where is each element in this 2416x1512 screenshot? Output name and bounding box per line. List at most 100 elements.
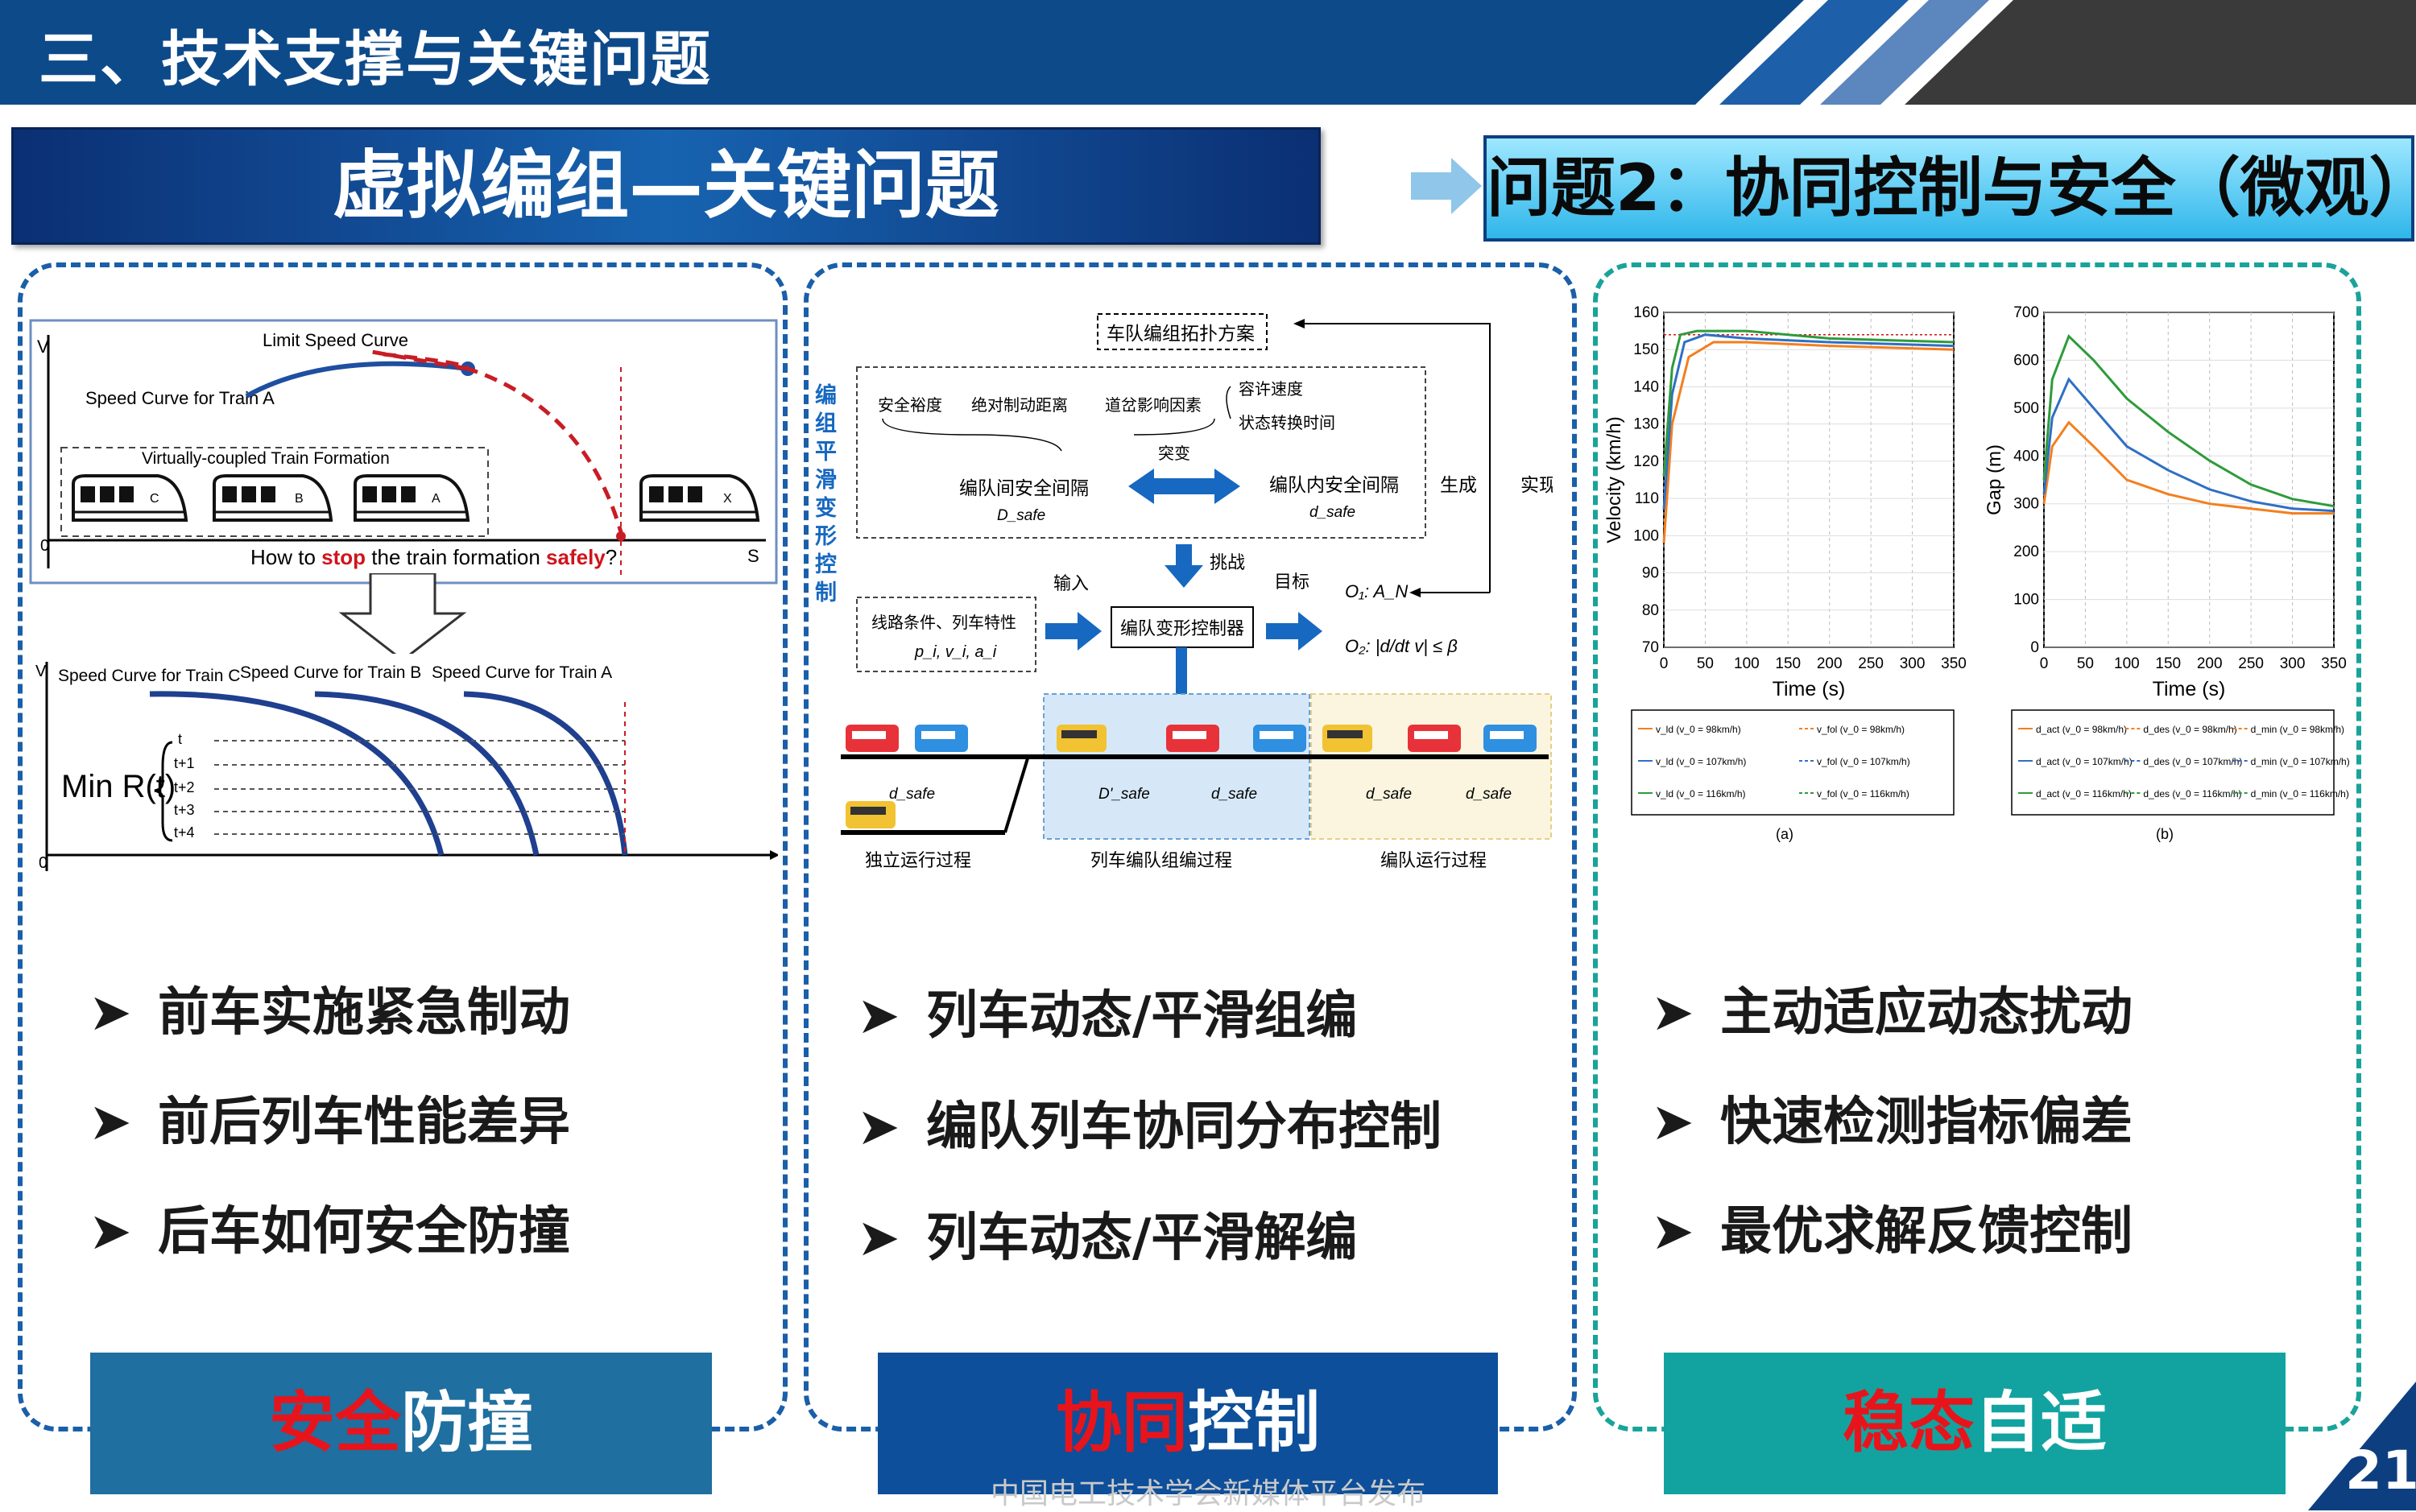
legend-entry: d_act (v_0 = 98km/h) bbox=[2036, 724, 2127, 735]
side-label: 编 组 平 滑 变 形 控 制 bbox=[815, 382, 837, 605]
x-tick-label: 350 bbox=[1941, 655, 1967, 672]
x-tick-label: 350 bbox=[2321, 655, 2347, 672]
header-bar bbox=[0, 0, 2416, 105]
plot-area bbox=[1663, 312, 1955, 648]
svg-text:实现: 实现 bbox=[1520, 474, 1553, 495]
min-distance-diagram: V 0 Speed Curve for Train C Speed Curve … bbox=[29, 654, 778, 879]
section-banner-title: 虚拟编组—关键问题 bbox=[332, 143, 999, 229]
bullet-anti-collision: ➤后车如何安全防撞 bbox=[89, 1202, 570, 1262]
problem-banner-title: 问题2：协同控制与安全（微观） bbox=[1487, 151, 2416, 225]
svg-text:容许速度: 容许速度 bbox=[1239, 380, 1303, 399]
legend-entry: v_fol (v_0 = 98km/h) bbox=[1817, 724, 1905, 735]
bullet-emergency-brake: ➤前车实施紧急制动 bbox=[89, 983, 570, 1043]
svg-text:A: A bbox=[432, 492, 441, 506]
x-tick-label: 250 bbox=[2238, 655, 2264, 672]
axis-origin: 0 bbox=[40, 537, 49, 555]
train-c: C bbox=[72, 474, 188, 522]
svg-text:线路条件、列车特性: 线路条件、列车特性 bbox=[871, 613, 1016, 632]
problem-banner: 问题2：协同控制与安全（微观） bbox=[1483, 135, 2416, 242]
stage-independent: 独立运行过程 bbox=[865, 850, 971, 870]
page-title: 三、技术支撑与关键问题 bbox=[39, 25, 712, 94]
y-tick-label: 0 bbox=[2030, 639, 2039, 656]
svg-text:滑: 滑 bbox=[815, 468, 837, 492]
bullet-performance-diff: ➤前后列车性能差异 bbox=[89, 1093, 570, 1152]
train-x: X bbox=[639, 474, 760, 522]
axis-s: S bbox=[747, 546, 759, 566]
section-banner: 虚拟编组—关键问题 bbox=[11, 127, 1321, 245]
braking-curve bbox=[383, 352, 623, 533]
bullet-smooth-split: ➤列车动态/平滑解编 bbox=[857, 1208, 1358, 1268]
legend-entry: v_ld (v_0 = 116km/h) bbox=[1656, 788, 1746, 799]
caption-safety: 安全防撞 bbox=[90, 1353, 712, 1494]
y-tick-label: 700 bbox=[2013, 304, 2039, 321]
x-tick-label: 300 bbox=[2280, 655, 2306, 672]
x-tick-label: 250 bbox=[1858, 655, 1884, 672]
y-axis-label: Velocity (km/h) bbox=[1603, 416, 1625, 543]
panel-label: (a) bbox=[1776, 826, 1793, 842]
running-stage-box bbox=[1310, 693, 1552, 840]
svg-text:安全裕度: 安全裕度 bbox=[878, 396, 942, 415]
stop-formation-diagram: V 0 S Limit Speed Curve Speed Curve for … bbox=[29, 319, 778, 585]
svg-text:t: t bbox=[178, 731, 182, 747]
y-tick-label: 300 bbox=[2013, 496, 2039, 513]
svg-text:组: 组 bbox=[815, 411, 837, 436]
svg-text:d_safe: d_safe bbox=[889, 786, 935, 803]
svg-text:t+2: t+2 bbox=[174, 779, 195, 795]
x-tick-label: 200 bbox=[1817, 655, 1843, 672]
svg-text:形: 形 bbox=[815, 524, 837, 548]
train-b: B bbox=[213, 474, 333, 522]
down-arrow-icon bbox=[338, 573, 467, 662]
svg-text:t+3: t+3 bbox=[174, 802, 195, 818]
min-r-label: Min R(t) bbox=[61, 769, 176, 804]
y-tick-label: 120 bbox=[1633, 453, 1659, 470]
svg-text:变: 变 bbox=[815, 495, 837, 520]
svg-text:状态转换时间: 状态转换时间 bbox=[1239, 414, 1335, 432]
svg-text:d_safe: d_safe bbox=[1309, 504, 1355, 521]
y-axis-label: Gap (m) bbox=[1984, 444, 2005, 515]
series-line bbox=[1662, 329, 1955, 477]
legend-entry: v_fol (v_0 = 107km/h) bbox=[1817, 756, 1910, 767]
y-tick-label: 130 bbox=[1633, 416, 1659, 433]
caption-cooperative: 协同控制 bbox=[878, 1353, 1498, 1494]
svg-text:绝对制动距离: 绝对制动距离 bbox=[971, 396, 1068, 415]
x-axis-label: Time (s) bbox=[1773, 678, 1846, 700]
curve-train-c bbox=[149, 691, 445, 856]
x-tick-label: 50 bbox=[1697, 655, 1714, 672]
page-number: 21 bbox=[2345, 1440, 2416, 1502]
svg-text:t+1: t+1 bbox=[174, 755, 195, 771]
legend-entry: v_fol (v_0 = 116km/h) bbox=[1817, 788, 1909, 799]
legend-entry: d_des (v_0 = 116km/h) bbox=[2143, 788, 2241, 799]
caption-steady: 稳态自适 bbox=[1664, 1353, 2286, 1494]
formation-stage-box bbox=[1043, 693, 1310, 840]
svg-text:D_safe: D_safe bbox=[997, 507, 1045, 524]
right-arrow-icon bbox=[1045, 612, 1102, 651]
series-line bbox=[2042, 334, 2335, 508]
series-line bbox=[1662, 333, 1955, 510]
series-line bbox=[2042, 377, 2335, 513]
y-tick-label: 70 bbox=[1642, 639, 1659, 656]
legend-entry: d_des (v_0 = 98km/h) bbox=[2143, 724, 2236, 735]
svg-text:突变: 突变 bbox=[1158, 444, 1190, 463]
legend-box bbox=[2011, 709, 2335, 816]
x-tick-label: 100 bbox=[2114, 655, 2140, 672]
train-a: A bbox=[354, 474, 470, 522]
svg-text:0: 0 bbox=[39, 854, 48, 872]
x-tick-label: 150 bbox=[1775, 655, 1801, 672]
legend-entry: v_ld (v_0 = 98km/h) bbox=[1656, 724, 1741, 735]
x-tick-label: 100 bbox=[1734, 655, 1760, 672]
double-arrow-icon bbox=[1128, 469, 1240, 504]
x-tick-label: 0 bbox=[1660, 655, 1669, 672]
x-tick-label: 0 bbox=[2040, 655, 2049, 672]
legend-entry: d_min (v_0 = 116km/h) bbox=[2251, 788, 2349, 799]
right-arrow-icon-2 bbox=[1266, 612, 1322, 651]
bullet-distributed-control: ➤编队列车协同分布控制 bbox=[857, 1097, 1442, 1157]
svg-text:p_i, v_i, a_i: p_i, v_i, a_i bbox=[914, 643, 997, 661]
x-tick-label: 200 bbox=[2197, 655, 2223, 672]
watermark: 中国电工技术学会新媒体平台发布 bbox=[990, 1477, 1425, 1510]
svg-text:挑战: 挑战 bbox=[1210, 552, 1245, 572]
y-tick-label: 80 bbox=[1642, 602, 1659, 619]
train-icons bbox=[846, 725, 1537, 828]
y-tick-label: 160 bbox=[1633, 304, 1659, 321]
bullet-smooth-formation: ➤列车动态/平滑组编 bbox=[857, 986, 1358, 1046]
